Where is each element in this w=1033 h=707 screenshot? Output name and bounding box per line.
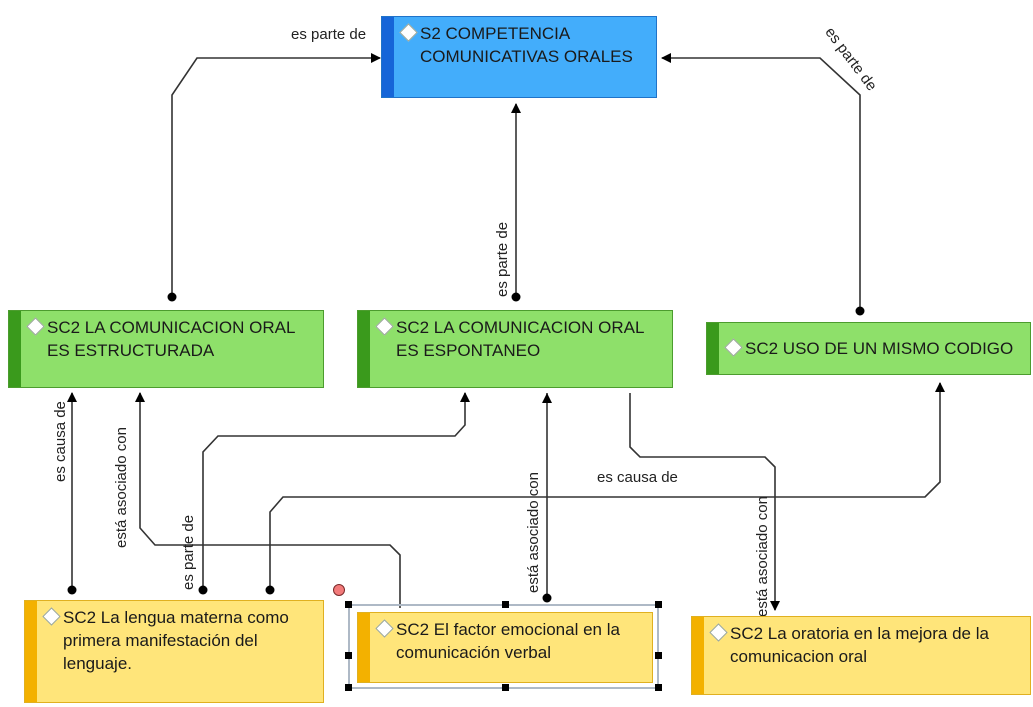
label-lengua-codigo: es causa de — [597, 469, 678, 486]
link-estructurada-s2[interactable] — [171, 53, 381, 297]
resize-handle-n[interactable] — [502, 601, 509, 608]
link-espontaneo-oratoria[interactable] — [629, 393, 780, 611]
node-stripe — [358, 311, 370, 387]
code-diamond-icon — [42, 607, 61, 626]
label-lengua-espontaneo: es parte de — [180, 514, 197, 590]
rotate-handle[interactable] — [333, 584, 345, 596]
node-estructurada[interactable]: SC2 LA COMUNICACION ORAL ES ESTRUCTURADA — [8, 310, 324, 388]
node-label: SC2 La lengua materna como primera manif… — [63, 608, 289, 673]
label-espontaneo-s2: es parte de — [494, 221, 511, 297]
resize-handle-e[interactable] — [655, 652, 662, 659]
code-diamond-icon — [724, 338, 743, 357]
node-codigo[interactable]: SC2 USO DE UN MISMO CODIGO — [706, 322, 1031, 375]
link-emocional-estructurada[interactable] — [135, 392, 401, 608]
code-diamond-icon — [375, 317, 394, 336]
label-espontaneo-oratoria: está asociado con — [754, 496, 771, 617]
node-stripe — [692, 617, 704, 694]
node-label: SC2 LA COMUNICACION ORAL ES ESPONTANEO — [396, 318, 645, 360]
link-codigo-s2[interactable] — [661, 53, 861, 311]
resize-handle-w[interactable] — [345, 652, 352, 659]
node-stripe — [9, 311, 21, 387]
node-lengua-materna[interactable]: SC2 La lengua materna como primera manif… — [24, 600, 324, 703]
resize-handle-ne[interactable] — [655, 601, 662, 608]
node-label: S2 COMPETENCIA COMUNICATIVAS ORALES — [420, 24, 633, 66]
label-emocional-estructurada: está asociado con — [113, 427, 130, 548]
node-stripe — [358, 613, 370, 682]
node-s2-competencia[interactable]: S2 COMPETENCIA COMUNICATIVAS ORALES — [381, 16, 657, 98]
node-label: SC2 LA COMUNICACION ORAL ES ESTRUCTURADA — [47, 318, 296, 360]
code-diamond-icon — [26, 317, 45, 336]
resize-handle-se[interactable] — [655, 684, 662, 691]
resize-handle-sw[interactable] — [345, 684, 352, 691]
node-oratoria[interactable]: SC2 La oratoria en la mejora de la comun… — [691, 616, 1031, 695]
node-factor-emocional[interactable]: SC2 El factor emocional en la comunicaci… — [357, 612, 653, 683]
resize-handle-s[interactable] — [502, 684, 509, 691]
code-diamond-icon — [709, 623, 728, 642]
node-stripe — [25, 601, 37, 702]
node-stripe — [382, 17, 394, 97]
code-diamond-icon — [399, 23, 418, 42]
node-stripe — [707, 323, 719, 374]
node-label: SC2 La oratoria en la mejora de la comun… — [730, 624, 989, 666]
link-lengua-codigo[interactable] — [269, 382, 945, 590]
label-espontaneo-emocional: está asociado con — [525, 472, 542, 593]
link-lengua-espontaneo[interactable] — [202, 392, 470, 590]
label-estructurada-s2: es parte de — [291, 26, 367, 43]
selection-frame — [348, 604, 659, 689]
node-label: SC2 El factor emocional en la comunicaci… — [396, 620, 620, 662]
node-espontaneo[interactable]: SC2 LA COMUNICACION ORAL ES ESPONTANEO — [357, 310, 673, 388]
label-lengua-estructurada: es causa de — [52, 401, 69, 482]
resize-handle-nw[interactable] — [345, 601, 352, 608]
node-label: SC2 USO DE UN MISMO CODIGO — [745, 339, 1014, 358]
